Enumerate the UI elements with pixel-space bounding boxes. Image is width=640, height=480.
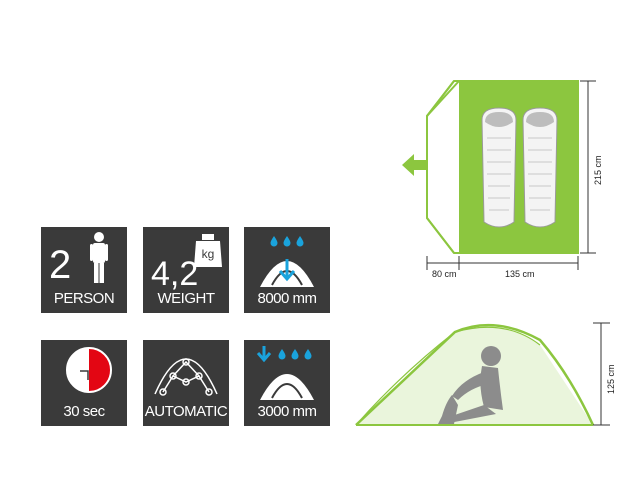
weight-value: 4,2 [151, 255, 199, 293]
sleeping-bag-icon [522, 107, 558, 228]
floor-tile: 3000 mm [244, 340, 330, 426]
flysheet-caption: 8000 mm [257, 290, 317, 307]
setup-tile: 30 sec [41, 340, 127, 426]
person-count: 2 [49, 243, 72, 287]
flysheet-tile: 8000 mm [244, 227, 330, 313]
arrow-left-icon [402, 154, 426, 176]
timer-icon [66, 347, 112, 393]
setup-caption: 30 sec [63, 403, 105, 420]
person-sitting-icon [438, 346, 503, 424]
tent-height-label: 125 cm [606, 364, 616, 394]
floor-caption: 3000 mm [257, 403, 317, 420]
vestibule-label: 80 cm [432, 269, 457, 279]
side-view: 125 cm [355, 322, 616, 426]
weight-caption: WEIGHT [157, 290, 216, 307]
water-column-icon [260, 236, 314, 287]
person-caption: PERSON [53, 290, 115, 307]
sleeping-bag-icon [481, 107, 517, 228]
person-icon [90, 232, 108, 283]
frame-tile: AUTOMATIC [143, 340, 229, 426]
floor-width-label: 215 cm [593, 155, 603, 185]
frame-caption: AUTOMATIC [144, 403, 228, 420]
automatic-frame-icon [154, 358, 218, 396]
floor-water-column-icon [256, 346, 314, 400]
weight-icon [194, 234, 222, 267]
inner-length-label: 135 cm [505, 269, 535, 279]
floor-plan: 215 cm 80 cm 135 cm [402, 80, 603, 279]
weight-unit: kg [201, 247, 215, 261]
person-tile: 2 PERSON [41, 227, 127, 313]
weight-tile: 4,2 kg WEIGHT [143, 227, 229, 313]
